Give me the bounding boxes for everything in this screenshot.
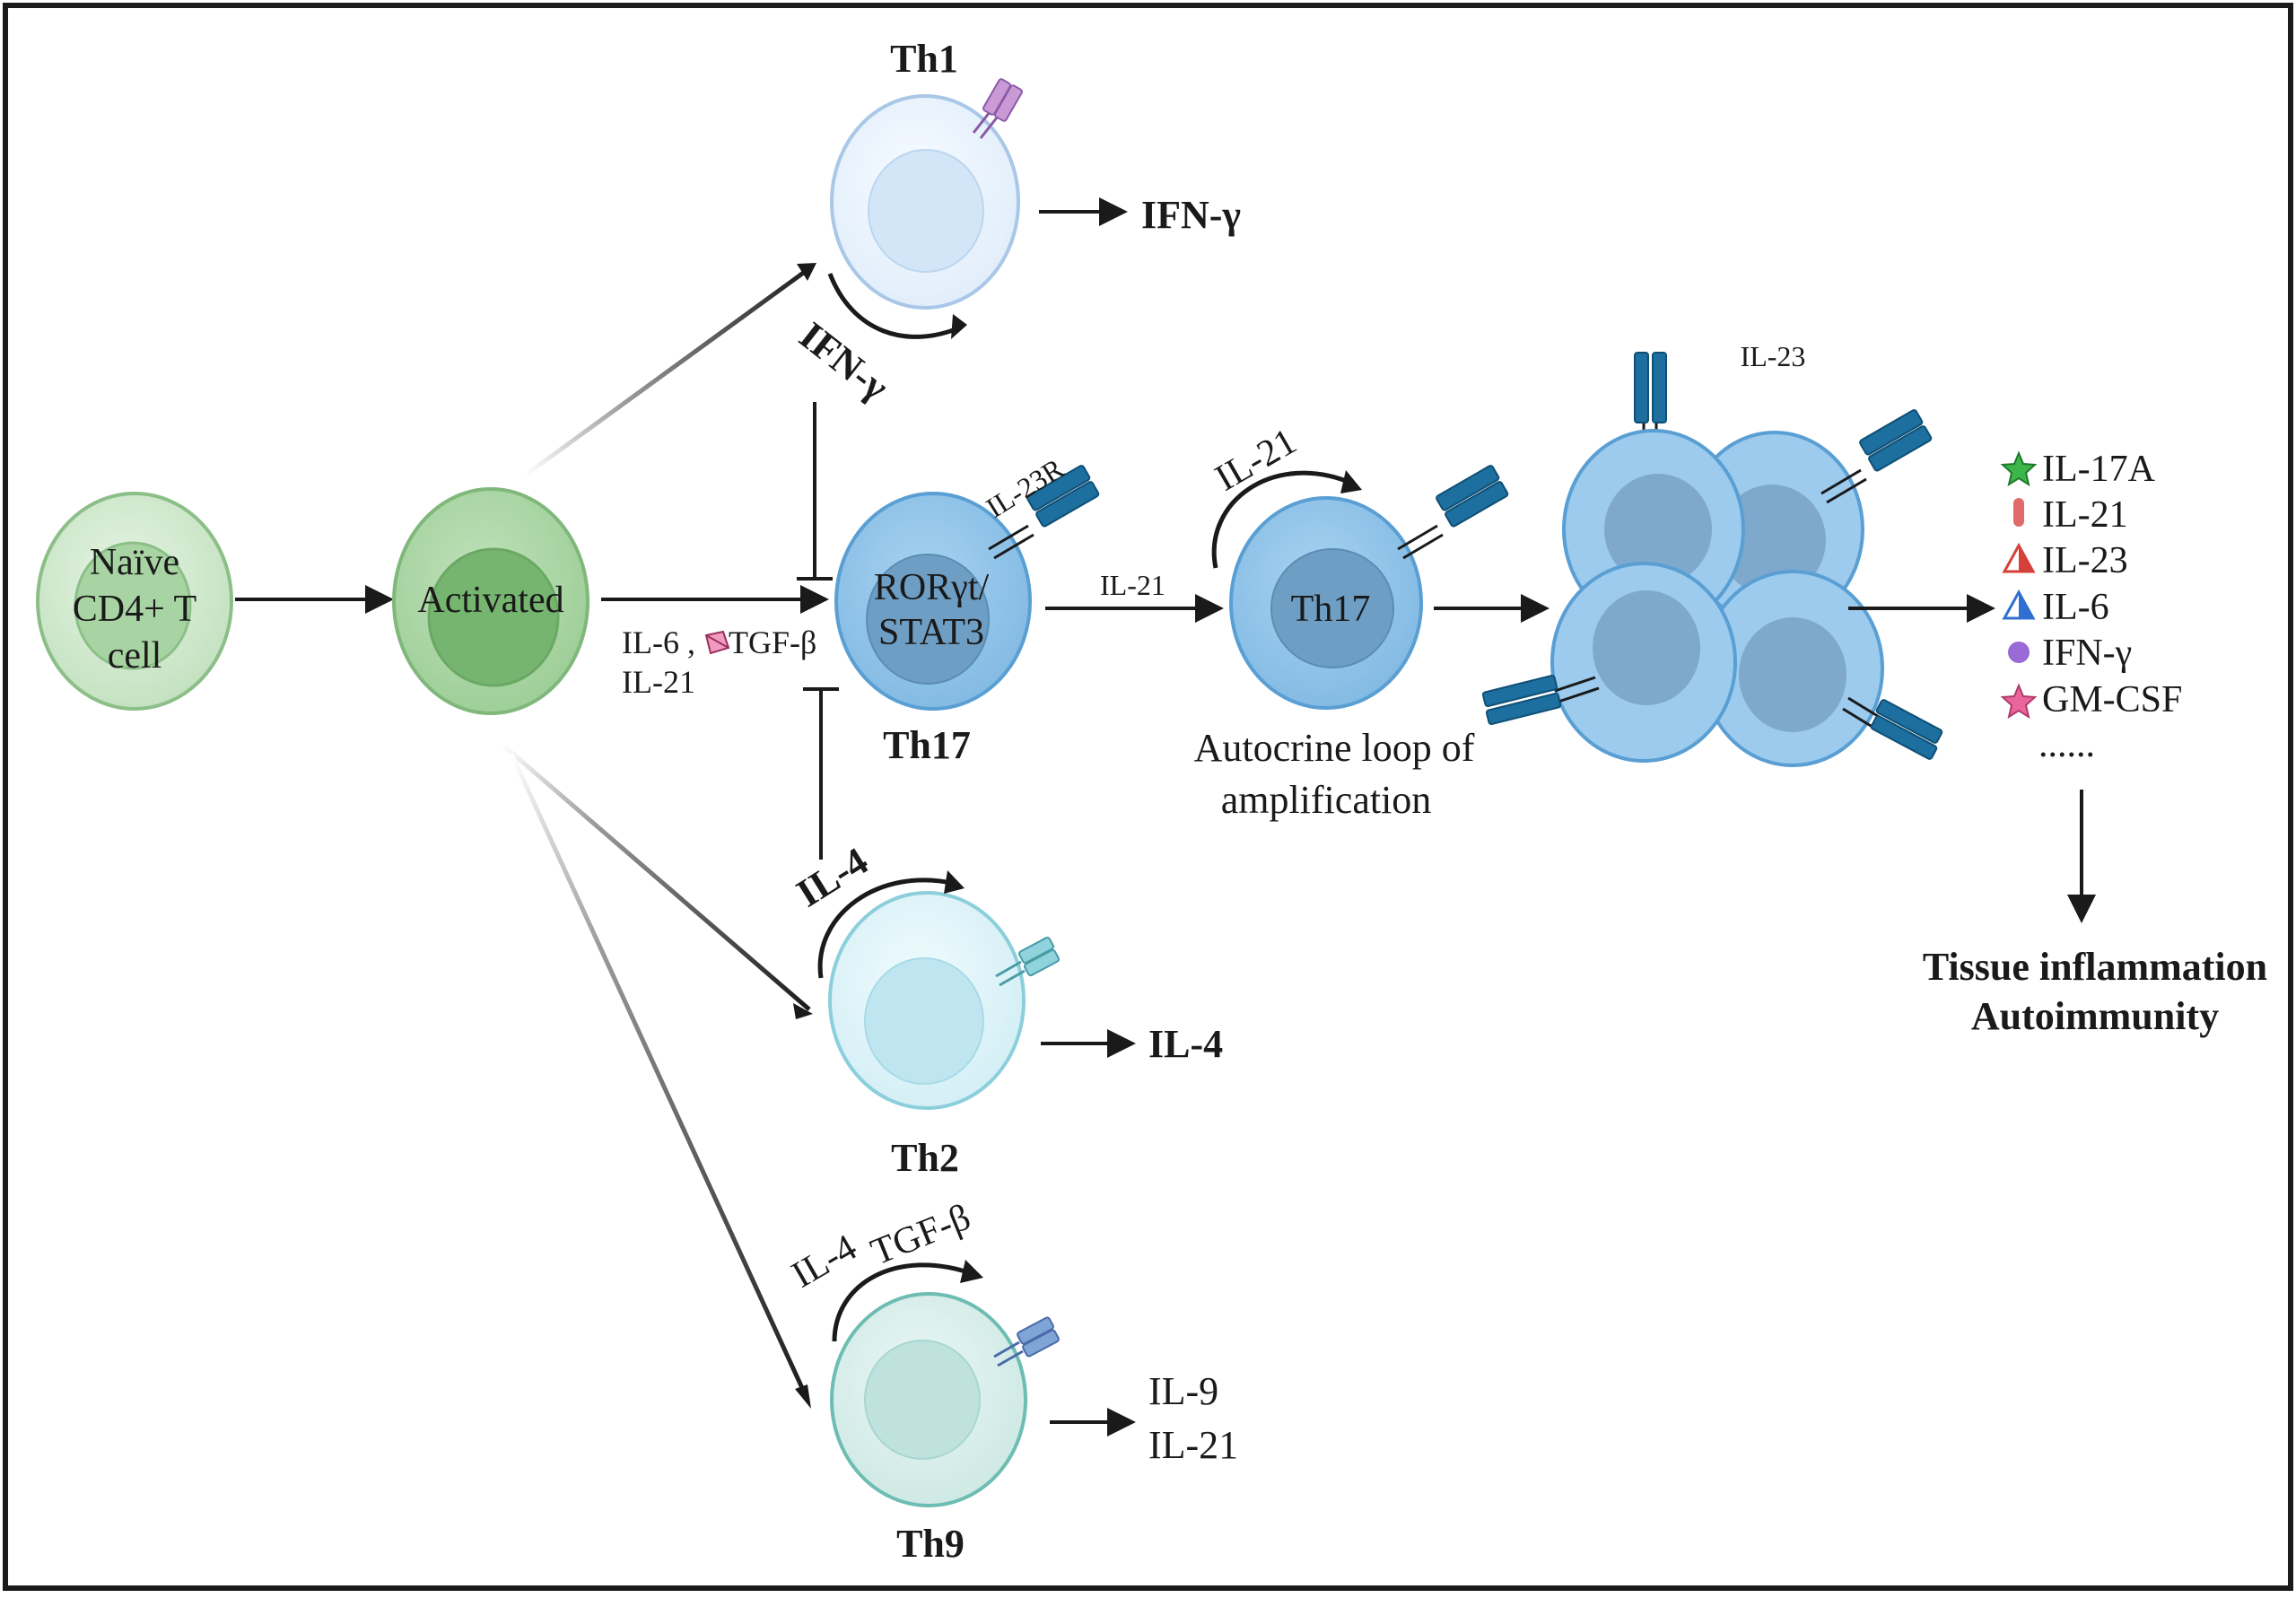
cytokine-label: IL-23 (2042, 540, 2128, 581)
cluster-receptor-right-bottom-icon (1842, 696, 1943, 760)
th17-label: Th17 (883, 723, 971, 767)
th1-label: Th1 (890, 37, 958, 81)
th1-receptor-icon (972, 78, 1023, 139)
red-triangle-icon (2002, 542, 2036, 573)
activated-cell: Activated (392, 487, 589, 715)
activated-to-th1-arrow (523, 264, 814, 478)
th9-loop-arrow (832, 1262, 974, 1342)
autocrine-label-line2: amplification (1221, 778, 1432, 822)
th17-core-line1: RORγt/ (874, 567, 990, 608)
cytokine-list: IL-17A IL-21 IL-23 IL-6 IFN-γ GM-CS (2000, 449, 2182, 765)
il6-label: IL-6 , (622, 624, 695, 660)
cytokine-item-il23: IL-23 (2002, 540, 2128, 581)
cytokine-label: GM-CSF (2042, 679, 2182, 720)
il21-loop-arrow (1211, 470, 1357, 569)
cytokine-more-label: ...... (2038, 724, 2095, 765)
th2-cell: Th2 (828, 891, 1061, 1180)
cytokine-item-gmcsf: GM-CSF (2000, 679, 2182, 720)
activated-to-th9-arrow (509, 752, 810, 1402)
th9-cell: Th9 (830, 1292, 1060, 1566)
naive-label-line3: cell (108, 635, 162, 677)
cluster-receptor-left-bottom-icon (1481, 674, 1600, 726)
cytokine-item-il6: IL-6 (2002, 587, 2109, 628)
cytokine-label: IL-17A (2042, 449, 2156, 490)
cytokine-item-il17a: IL-17A (2000, 449, 2156, 490)
autocrine-label-line1: Autocrine loop of (1194, 726, 1475, 770)
th2-label: Th2 (891, 1136, 959, 1180)
th17-cell: RORγt/ STAT3 IL-23R Th17 (834, 451, 1101, 767)
th17-core-line2: STAT3 (878, 612, 984, 653)
th9-output-line1: IL-9 (1148, 1369, 1218, 1413)
il21-diff-label: IL-21 (622, 664, 695, 700)
outcome-line1: Tissue inflammation (1923, 945, 2267, 989)
th1-cell: Th1 (830, 37, 1023, 310)
activated-label: Activated (417, 580, 563, 621)
th1-loop-arrow (827, 273, 961, 339)
pink-star-icon (2000, 683, 2038, 720)
cytokine-label: IL-6 (2042, 587, 2109, 628)
il23-cluster-label: IL-23 (1741, 340, 1806, 372)
th9-label: Th9 (896, 1522, 965, 1566)
purple-circle-icon (2008, 642, 2030, 663)
naive-cd4-t-cell: Naïve CD4+ T cell (36, 492, 233, 711)
red-capsule-icon (2013, 498, 2024, 527)
cytokine-label: IFN-γ (2042, 633, 2132, 674)
th17-cluster: IL-23 (1481, 340, 1943, 767)
th2-output-label: IL-4 (1148, 1022, 1223, 1066)
cytokine-item-il21: IL-21 (2013, 494, 2128, 536)
cytokine-label: IL-21 (2042, 494, 2128, 536)
cytokine-item-ifng: IFN-γ (2008, 633, 2132, 674)
th2-loop-arrow (817, 878, 956, 979)
tgfb-label: TGF-β (729, 624, 816, 660)
th9-output-line2: IL-21 (1148, 1423, 1238, 1467)
green-star-icon (2000, 450, 2038, 487)
frame-border (3, 3, 2293, 1591)
autocrine-th17-cell: Th17 (1229, 463, 1510, 710)
tgfb-pink-icon (704, 630, 730, 655)
th9-receptor-icon (993, 1316, 1060, 1367)
outcome-line2: Autoimmunity (1971, 994, 2219, 1038)
autocrine-th17-label: Th17 (1291, 589, 1371, 630)
blue-triangle-icon (2002, 589, 2036, 620)
il21-arrow-label: IL-21 (1100, 569, 1165, 601)
naive-label-line1: Naïve (90, 542, 179, 583)
th2-receptor-icon (995, 936, 1061, 987)
activated-to-th2-arrow (501, 743, 811, 1011)
naive-label-line2: CD4+ T (73, 589, 196, 630)
th1-output-label: IFN-γ (1141, 193, 1241, 237)
cluster-receptor-top-icon (1634, 352, 1667, 462)
